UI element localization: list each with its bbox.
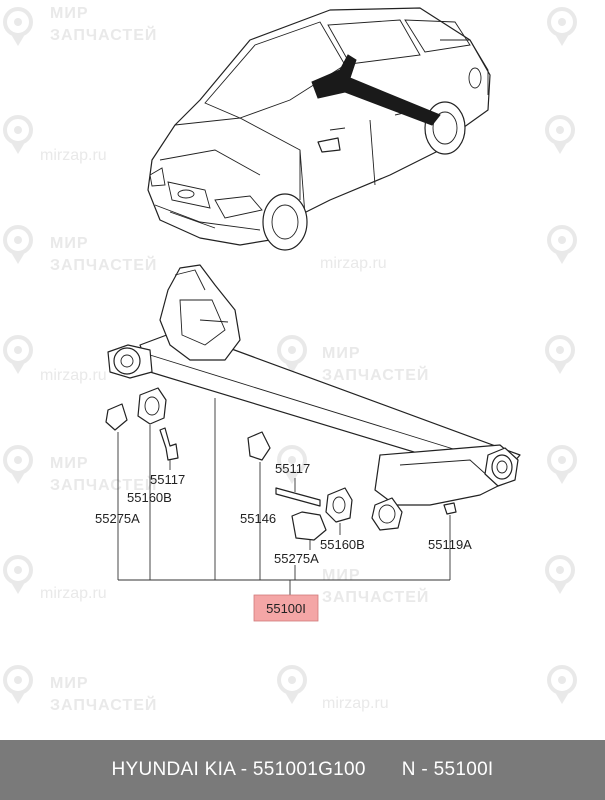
- watermark-logo-icon: [3, 7, 33, 46]
- watermark-text: ЗАПЧАСТЕЙ: [50, 475, 157, 494]
- parts-diagram: МИР ЗАПЧАСТЕЙ mirzap.ru mirzap.ru МИР ЗА…: [3, 5, 577, 714]
- leader-lines: [117, 398, 451, 595]
- footer-diagram-code: N - 55100I: [401, 759, 494, 780]
- watermark-text: МИР: [322, 345, 361, 362]
- watermark-text: ЗАПЧАСТЕЙ: [50, 255, 157, 274]
- watermark-site: mirzap.ru: [320, 255, 387, 272]
- watermark-logo-icon: [3, 445, 33, 484]
- bolt-left: [159, 427, 179, 461]
- watermark-logo-icon: [277, 445, 307, 484]
- label-55275a-left: 55275A: [95, 511, 140, 526]
- footer-bar: HYUNDAI KIA - 551001G100 N - 55100I: [0, 740, 605, 800]
- watermark-logo-icon: [277, 665, 307, 704]
- watermark-text: МИР: [50, 455, 89, 472]
- watermark-logo-icon: [545, 115, 575, 154]
- watermark-site: mirzap.ru: [40, 367, 107, 384]
- watermark-logo-icon: [277, 335, 307, 374]
- watermark-text: МИР: [50, 675, 89, 692]
- watermark-site: mirzap.ru: [40, 585, 107, 602]
- bushing-right: [325, 487, 353, 523]
- watermark-site: mirzap.ru: [322, 695, 389, 712]
- watermark-logo-icon: [547, 7, 577, 46]
- label-55160b-left: 55160B: [127, 490, 172, 505]
- watermark-logo-icon: [3, 115, 33, 154]
- part-labels: 55117 55160B 55275A 55146 55117 55160B 5…: [95, 461, 472, 622]
- label-55117-left: 55117: [150, 472, 185, 487]
- watermark-logo-icon: [547, 445, 577, 484]
- watermark-logo-icon: [3, 555, 33, 594]
- footer-brand-part: HYUNDAI KIA - 551001G100: [111, 759, 366, 780]
- label-55117-right: 55117: [275, 461, 310, 476]
- watermark-text: ЗАПЧАСТЕЙ: [322, 587, 429, 606]
- bumper-stopper-left: [105, 403, 128, 431]
- label-55100i[interactable]: 55100I: [266, 601, 306, 616]
- watermark-site: mirzap.ru: [40, 147, 107, 164]
- watermark-logo-icon: [545, 335, 575, 374]
- watermark-logo-icon: [3, 225, 33, 264]
- watermark-logo-icon: [545, 555, 575, 594]
- watermark-text: МИР: [322, 567, 361, 584]
- bushing-left: [137, 387, 167, 425]
- watermark-logo-icon: [3, 665, 33, 704]
- label-55160b-right: 55160B: [320, 537, 365, 552]
- watermark-logo-icon: [547, 225, 577, 264]
- bumper-stopper-right: [291, 511, 327, 541]
- label-55146: 55146: [240, 511, 276, 526]
- watermark-logo-icon: [547, 665, 577, 704]
- watermark-text: МИР: [50, 5, 89, 22]
- axle-location-highlight: [311, 54, 441, 126]
- watermark-logo-icon: [3, 335, 33, 374]
- car-illustration: [147, 7, 491, 251]
- label-55119a: 55119A: [428, 537, 472, 552]
- watermark-text: ЗАПЧАСТЕЙ: [322, 365, 429, 384]
- bolt-right: [275, 487, 321, 507]
- watermark-text: ЗАПЧАСТЕЙ: [50, 695, 157, 714]
- part-number-highlight: [253, 594, 319, 622]
- bracket-55146: [247, 431, 271, 461]
- watermark-text: ЗАПЧАСТЕЙ: [50, 25, 157, 44]
- rear-axle-assembly: [105, 264, 521, 541]
- watermark-text: МИР: [50, 235, 89, 252]
- bolt-55119a: [443, 502, 457, 515]
- label-55275a-right: 55275A: [274, 551, 319, 566]
